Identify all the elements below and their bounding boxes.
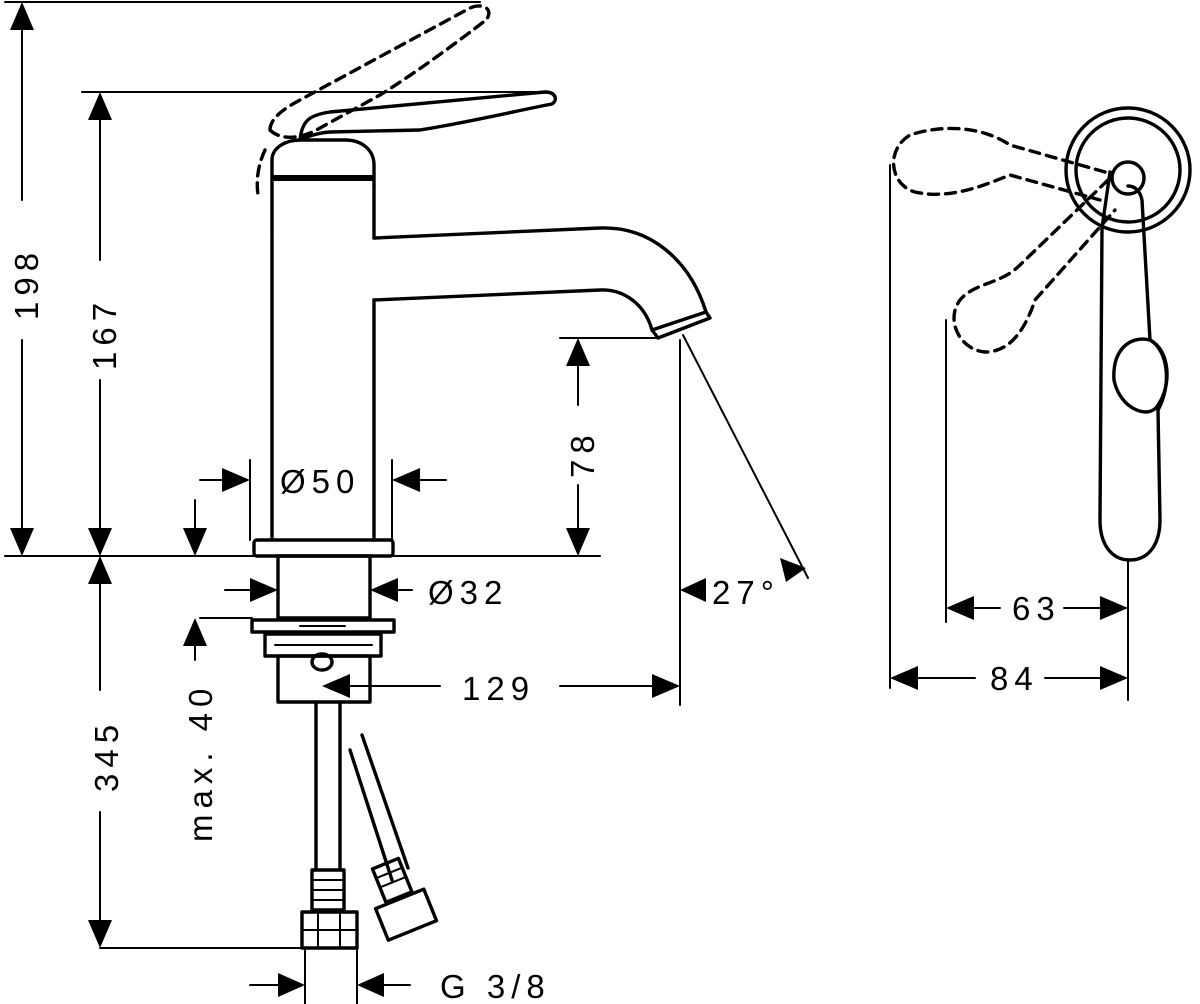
arrow-84-right [1100, 666, 1128, 690]
angle-line [682, 334, 809, 579]
dim-shank-diameter: Ø32 [428, 574, 508, 611]
mounting-washer [250, 618, 396, 634]
left-hose [314, 700, 342, 872]
left-hose-fitting [310, 868, 346, 912]
arrow-198-top [10, 2, 34, 30]
lever-swing-arc [255, 148, 267, 197]
mounting-nut-detail [274, 625, 373, 646]
dim-spout-reach: 129 [462, 670, 535, 707]
faucet-spout [372, 226, 708, 332]
dim-hose-length: 345 [88, 719, 125, 792]
dim-spout-angle: 27° [712, 574, 780, 611]
arrow-345-bottom [88, 920, 112, 948]
arrow-84-left [890, 666, 918, 690]
left-hose-fitting-ribs [313, 879, 343, 901]
arrow-max40-top [183, 528, 207, 556]
escutcheon-inner [1074, 116, 1182, 224]
arrow-78-top [566, 338, 590, 366]
lever-pivot [1110, 160, 1146, 196]
right-hose-fitting [370, 856, 414, 904]
right-connector-nut [373, 887, 439, 942]
lever-handle [298, 90, 557, 142]
faucet-body [270, 183, 376, 542]
dim-connection-thread: G 3/8 [440, 968, 551, 1004]
arrow-g38-left [278, 973, 305, 997]
lever-open-position [268, 4, 491, 139]
mounting-body [276, 654, 372, 704]
dim-lever-height: 167 [86, 297, 123, 370]
center-screw [310, 652, 334, 672]
arrow-d50-left [222, 468, 250, 492]
connector-pipes [304, 947, 358, 1004]
arrow-167-bottom [88, 528, 112, 556]
dimension-lines [4, 1, 809, 997]
dim-spout-height: 78 [564, 429, 601, 478]
arrow-d50-right [392, 468, 420, 492]
faucet-side-view [250, 4, 712, 1004]
arrow-63-right [1100, 596, 1128, 620]
top-lever-paddle [1112, 337, 1169, 414]
spout-outlet [650, 310, 712, 340]
dim-plate-width: 84 [990, 660, 1039, 697]
arrow-d32-left [250, 578, 278, 602]
arrow-d32-right [370, 578, 398, 602]
arrow-198-bottom [10, 528, 34, 556]
dim-lever-reach: 63 [1012, 590, 1061, 627]
right-hose-fitting-ribs [377, 867, 406, 888]
escutcheon-outer [1064, 106, 1192, 234]
arrow-27-right [780, 558, 806, 582]
dim-total-height: 198 [8, 247, 45, 320]
shank [276, 554, 372, 620]
right-hose [348, 733, 410, 882]
extension-lines [4, 1, 681, 949]
left-connector-detail [301, 911, 358, 949]
arrow-g38-right [357, 973, 384, 997]
faucet-cap [270, 138, 376, 187]
arrow-167-top [88, 92, 112, 120]
arrow-129-left [322, 674, 350, 698]
top-lever-left-position [892, 126, 1107, 202]
arrow-63-left [946, 596, 974, 620]
base-plate [252, 538, 395, 558]
top-lever-down-left-position [952, 178, 1117, 354]
dim-body-diameter: Ø50 [280, 463, 360, 500]
arrow-345-top [88, 556, 112, 584]
faucet-top-view [889, 106, 1192, 701]
top-lever-handle [1098, 170, 1169, 562]
arrow-78-bottom [566, 528, 590, 556]
top-extension-lines [889, 164, 1129, 701]
arrow-max40-bottom [183, 618, 207, 646]
arrow-129-right [652, 674, 680, 698]
dim-max-countertop: max. 40 [182, 683, 219, 842]
arrow-27-left [680, 578, 706, 602]
